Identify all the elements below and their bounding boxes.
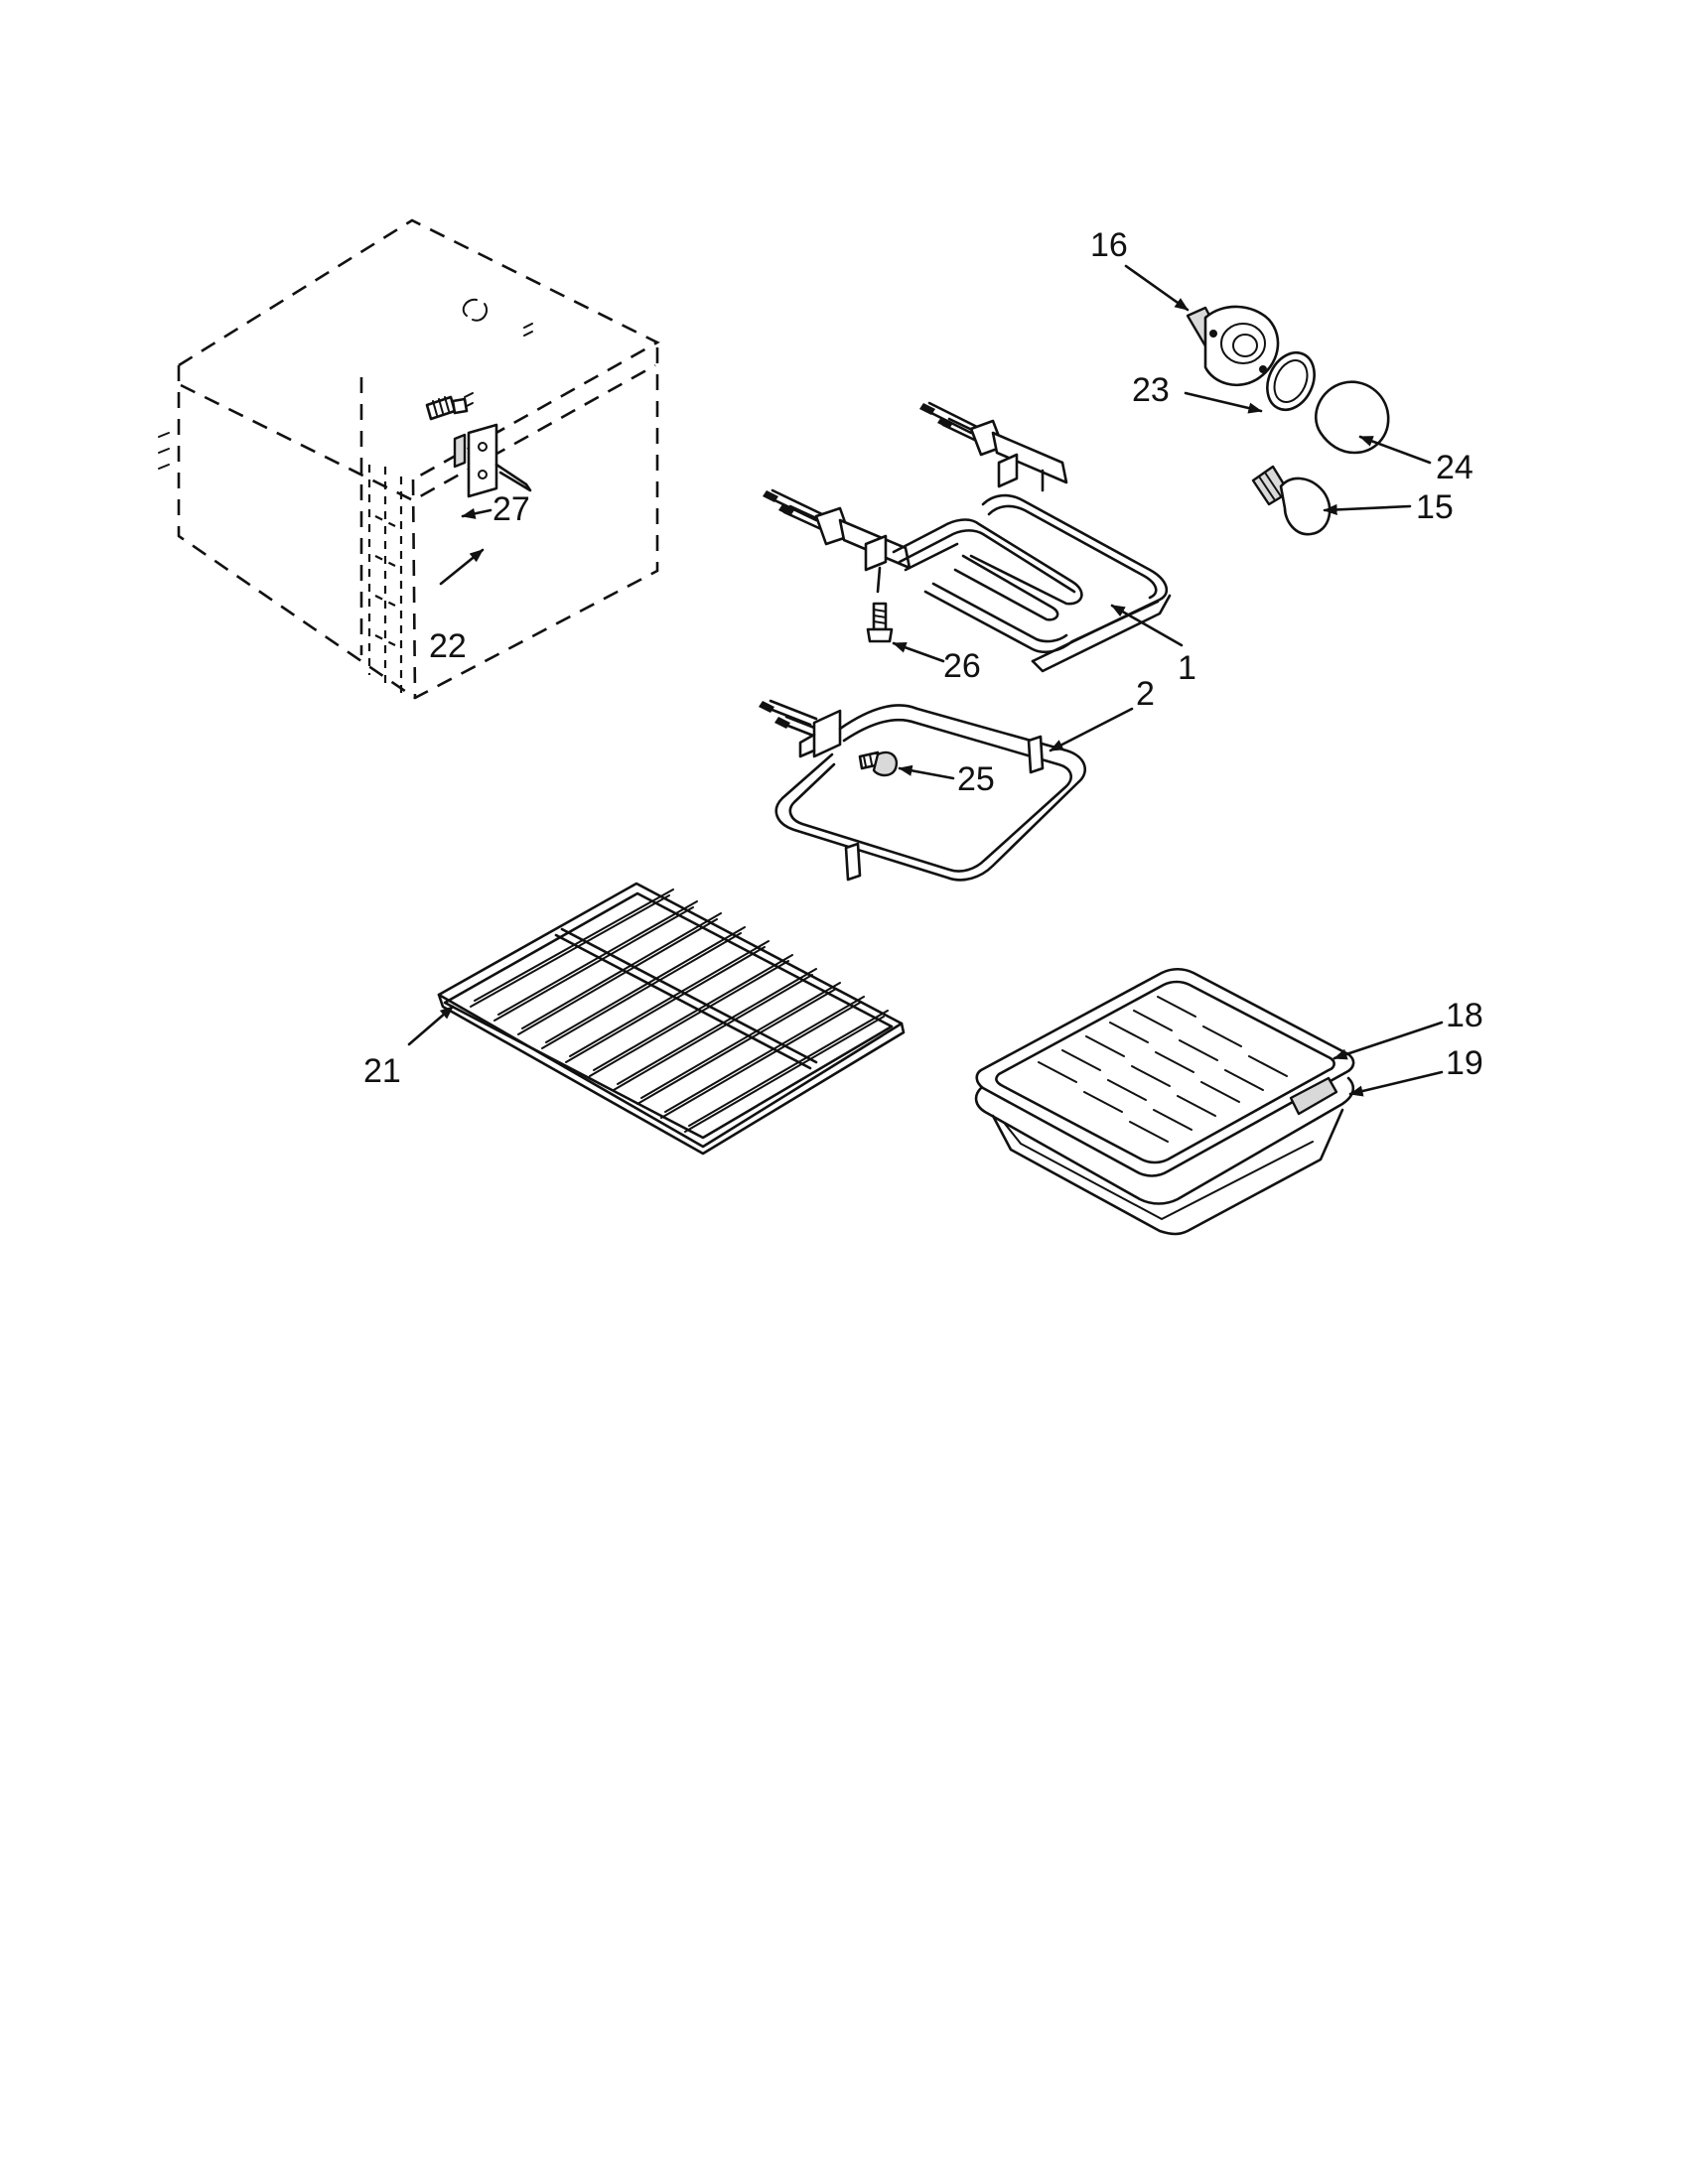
leader-callout-15 — [1323, 503, 1412, 516]
part-23-gasket — [1266, 350, 1316, 412]
leader-lines — [407, 264, 1444, 1097]
callout-18: 18 — [1446, 997, 1483, 1034]
callout-16: 16 — [1090, 226, 1128, 264]
callout-24: 24 — [1436, 449, 1474, 486]
callout-22: 22 — [429, 627, 467, 665]
leader-callout-22 — [439, 548, 485, 586]
leader-callout-16 — [1124, 264, 1190, 312]
callout-19: 19 — [1446, 1044, 1483, 1082]
part-1-broil-element — [763, 401, 1172, 673]
part-2-bake-element — [759, 699, 1087, 882]
part-26-screw — [866, 602, 894, 643]
part-24-lens-cover — [1315, 380, 1390, 455]
callout-25: 25 — [957, 760, 995, 798]
leader-callout-19 — [1348, 1070, 1444, 1097]
part-25-screw — [858, 751, 899, 777]
oven-cavity-outline — [158, 218, 660, 700]
leader-callout-23 — [1184, 391, 1263, 414]
callout-21: 21 — [363, 1052, 401, 1090]
part-22-bracket — [453, 423, 532, 498]
leader-callout-1 — [1110, 604, 1184, 647]
callout-1: 1 — [1178, 649, 1196, 687]
callout-15: 15 — [1416, 488, 1454, 526]
callout-2: 2 — [1136, 675, 1155, 713]
part-18-broiler-grid — [975, 967, 1355, 1177]
leader-callout-27 — [461, 507, 492, 519]
leader-callout-25 — [898, 764, 955, 780]
part-15-light-bulb — [1251, 465, 1332, 536]
part-16-lamp-socket — [1186, 305, 1280, 387]
callout-labels: 27 22 16 23 24 15 1 26 2 25 21 18 19 — [363, 226, 1483, 1090]
part-21-oven-rack — [437, 882, 906, 1156]
leader-callout-21 — [407, 1005, 455, 1046]
leader-callout-2 — [1049, 707, 1134, 752]
callout-26: 26 — [943, 647, 981, 685]
part-27-screw — [425, 395, 469, 421]
leader-callout-26 — [892, 641, 945, 663]
leader-callout-24 — [1358, 435, 1432, 465]
callout-27: 27 — [492, 490, 530, 528]
callout-23: 23 — [1132, 371, 1170, 409]
leader-callout-18 — [1333, 1021, 1444, 1060]
